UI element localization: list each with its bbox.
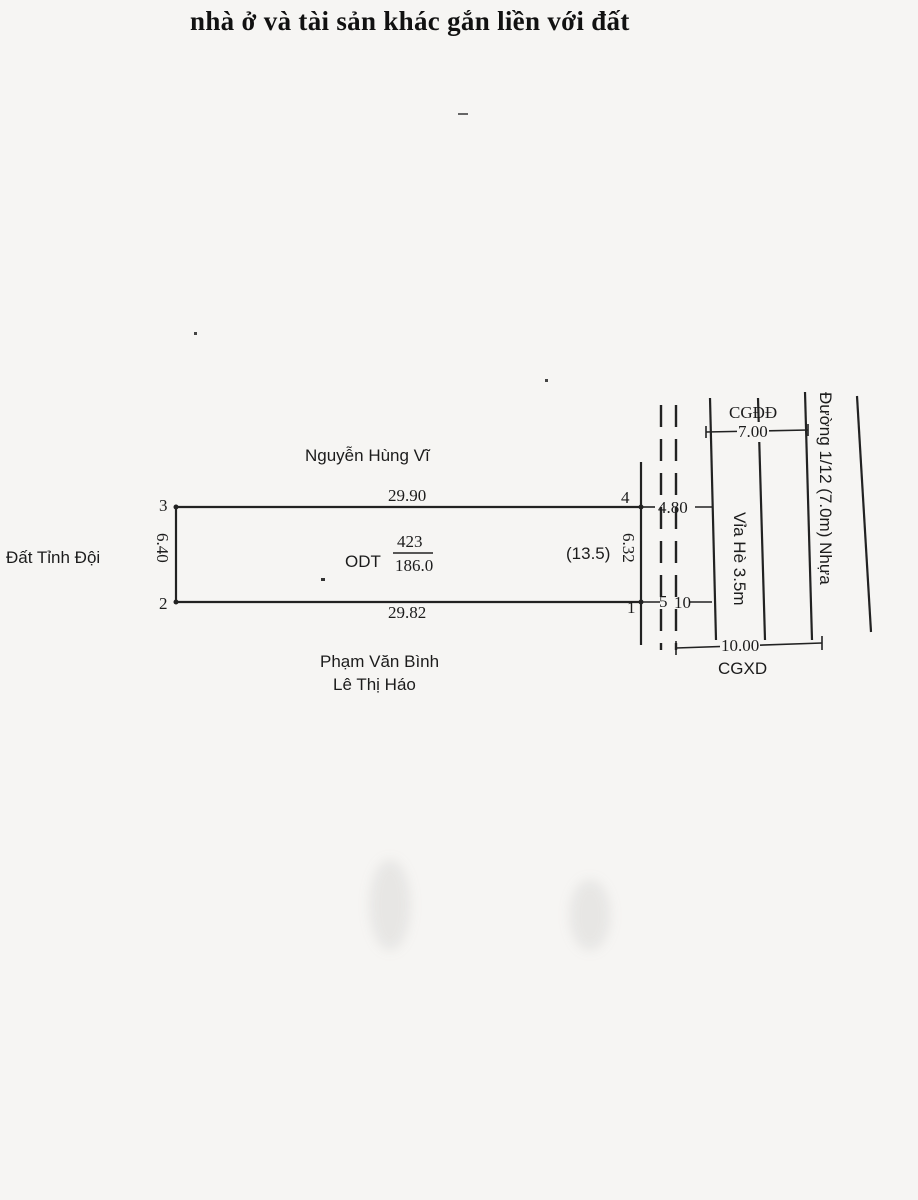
cgxd-value: 10.00	[720, 636, 761, 656]
stray-mark	[321, 578, 325, 581]
smudge-mark	[370, 860, 410, 950]
stray-mark	[194, 332, 197, 335]
land-type: ODT	[345, 552, 381, 571]
road-edge-line	[803, 391, 814, 641]
front-dimension-lines	[641, 506, 712, 603]
sidewalk-label: Vỉa Hè 3.5m	[730, 512, 749, 606]
edge-bottom-length: 29.82	[388, 603, 427, 622]
smudge-mark	[570, 880, 610, 950]
corner-2: 2	[159, 594, 168, 613]
neighbor-south-2: Lê Thị Háo	[333, 675, 416, 694]
corner-4: 4	[621, 488, 630, 507]
dashed-boundaries	[659, 405, 678, 650]
stray-mark	[545, 379, 548, 382]
front-bottom-length: 10	[674, 593, 691, 612]
front-top-length: 4.80	[658, 498, 688, 517]
parcel-area: 186.0	[395, 556, 434, 575]
stray-mark	[458, 113, 468, 115]
corner-1: 1	[627, 598, 636, 617]
cgxd-label: CGXD	[718, 659, 768, 678]
road-name: Đường 1/12 (7.0m) Nhựa	[816, 392, 835, 585]
road-lines	[708, 391, 873, 641]
cgdd-label: CGĐĐ	[729, 403, 778, 422]
sidewalk-line-left	[708, 397, 718, 641]
edge-right-length: 6.32	[619, 533, 638, 563]
cgdd-value: 7.00	[737, 422, 769, 442]
neighbor-north: Nguyễn Hùng Vĩ	[305, 446, 430, 465]
neighbor-west: Đất Tỉnh Đội	[6, 548, 101, 567]
parcel-number: 423	[397, 532, 423, 551]
neighbor-south-1: Phạm Văn Bình	[320, 652, 440, 671]
parcel-boundary	[174, 462, 643, 645]
edge-left-length: 6.40	[153, 533, 172, 563]
header-title: nhà ở và tài sản khác gắn liền với đất	[190, 6, 630, 36]
road-far-line	[855, 395, 873, 633]
corner-5: 5	[659, 592, 668, 611]
front-depth: (13.5)	[566, 544, 611, 563]
corner-3: 3	[159, 496, 168, 515]
edge-top-length: 29.90	[388, 486, 427, 505]
